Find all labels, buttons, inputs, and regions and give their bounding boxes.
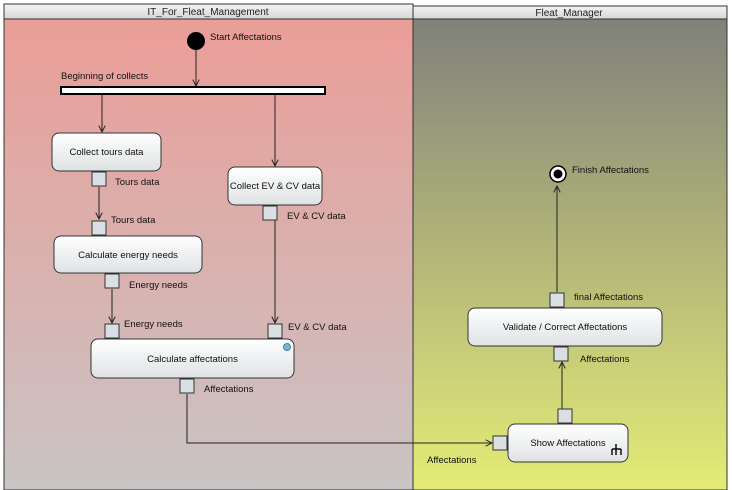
pin-energy-needs-out[interactable]: Energy needs [104, 273, 188, 291]
action-collect-ev-cv-data[interactable]: Collect EV & CV data [227, 166, 323, 206]
pin-label: Affectations [580, 354, 630, 365]
initial-node-icon [187, 32, 205, 50]
action-label: Show Affectations [530, 438, 606, 449]
pin-label: final Affectations [574, 292, 643, 303]
start-label: Start Affectations [210, 32, 282, 43]
lane-title-left: IT_For_Fleat_Management [147, 7, 268, 18]
pin-ev-cv-data-in[interactable]: EV & CV data [267, 322, 347, 339]
pin-label: Energy needs [129, 280, 188, 291]
pin-tours-data-out[interactable]: Tours data [91, 171, 160, 188]
pin-label: EV & CV data [287, 211, 346, 222]
flows [99, 50, 562, 443]
action-validate-correct-affectations[interactable]: Validate / Correct Affectations [467, 307, 663, 347]
action-label: Calculate affectations [147, 354, 238, 365]
action-label: Calculate energy needs [78, 250, 178, 261]
pin-tours-data-in[interactable]: Tours data [91, 215, 156, 236]
pin-affectations-show-in[interactable]: Affectations [427, 435, 508, 466]
call-behavior-icon [611, 444, 622, 455]
pin-label: Tours data [111, 215, 156, 226]
action-calculate-affectations[interactable]: Calculate affectations [90, 338, 295, 379]
pin-label: Energy needs [124, 319, 183, 330]
finish-node[interactable]: Finish Affectations [549, 165, 649, 183]
fork-label: Beginning of collects [61, 71, 148, 82]
finish-label: Finish Affectations [572, 165, 649, 176]
pin-show-out[interactable] [557, 408, 573, 424]
pin-label: Affectations [204, 384, 254, 395]
action-collect-tours-data[interactable]: Collect tours data [51, 132, 162, 172]
rake-badge-icon [283, 343, 291, 351]
pin-final-affectations-out[interactable]: final Affectations [549, 292, 643, 308]
pin-ev-cv-data-out[interactable]: EV & CV data [262, 205, 346, 222]
flow-affectations-to-show [186, 394, 492, 443]
pin-validate-in[interactable]: Affectations [553, 346, 630, 365]
action-calculate-energy-needs[interactable]: Calculate energy needs [53, 235, 203, 274]
lane-title-right: Fleat_Manager [535, 8, 603, 19]
pin-label: Tours data [115, 177, 160, 188]
action-label: Validate / Correct Affectations [503, 322, 628, 333]
start-node[interactable]: Start Affectations [187, 32, 282, 50]
fork-bar[interactable]: Beginning of collects [60, 71, 326, 95]
action-label: Collect EV & CV data [230, 181, 321, 192]
pin-affectations-out[interactable]: Affectations [179, 378, 254, 395]
pin-energy-needs-in[interactable]: Energy needs [104, 319, 183, 339]
action-label: Collect tours data [70, 147, 145, 158]
action-show-affectations[interactable]: Show Affectations [507, 423, 629, 463]
pin-label: Affectations [427, 455, 477, 466]
pin-label: EV & CV data [288, 322, 347, 333]
